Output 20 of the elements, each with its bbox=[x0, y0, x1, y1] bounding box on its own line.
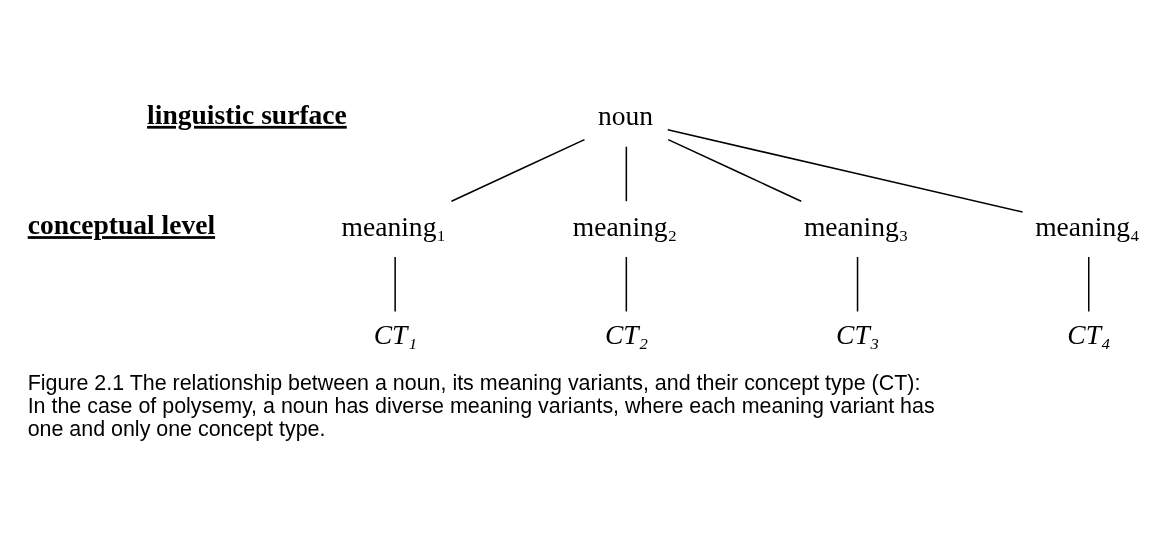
connector bbox=[625, 145, 628, 202]
connector bbox=[394, 255, 396, 312]
label: conceptual level bbox=[27, 208, 216, 240]
node-text: CT₄ bbox=[1067, 318, 1111, 350]
node-text: meaning₁ bbox=[341, 210, 447, 242]
connector bbox=[450, 138, 586, 202]
node-text: noun bbox=[598, 99, 654, 131]
node-text: CT₃ bbox=[836, 318, 880, 350]
label: linguistic surface bbox=[147, 98, 347, 130]
node-text: CT₁ bbox=[373, 318, 417, 350]
connector bbox=[667, 138, 802, 202]
connector bbox=[625, 255, 628, 312]
node-text: meaning₂ bbox=[572, 210, 678, 242]
node-text: meaning₄ bbox=[1035, 210, 1140, 242]
node-text: CT₂ bbox=[604, 318, 649, 350]
connector bbox=[667, 128, 1024, 213]
connector bbox=[856, 255, 859, 312]
node-text: meaning₃ bbox=[803, 210, 909, 242]
caption: Figure 2.1 The relationship between a noun, its meaning variants, and their concept type (CT): In the case of polysemy, a noun has diverse meaning variants, where each meaning variant has one and only one concept type. bbox=[27, 370, 935, 441]
connector bbox=[1087, 255, 1090, 312]
